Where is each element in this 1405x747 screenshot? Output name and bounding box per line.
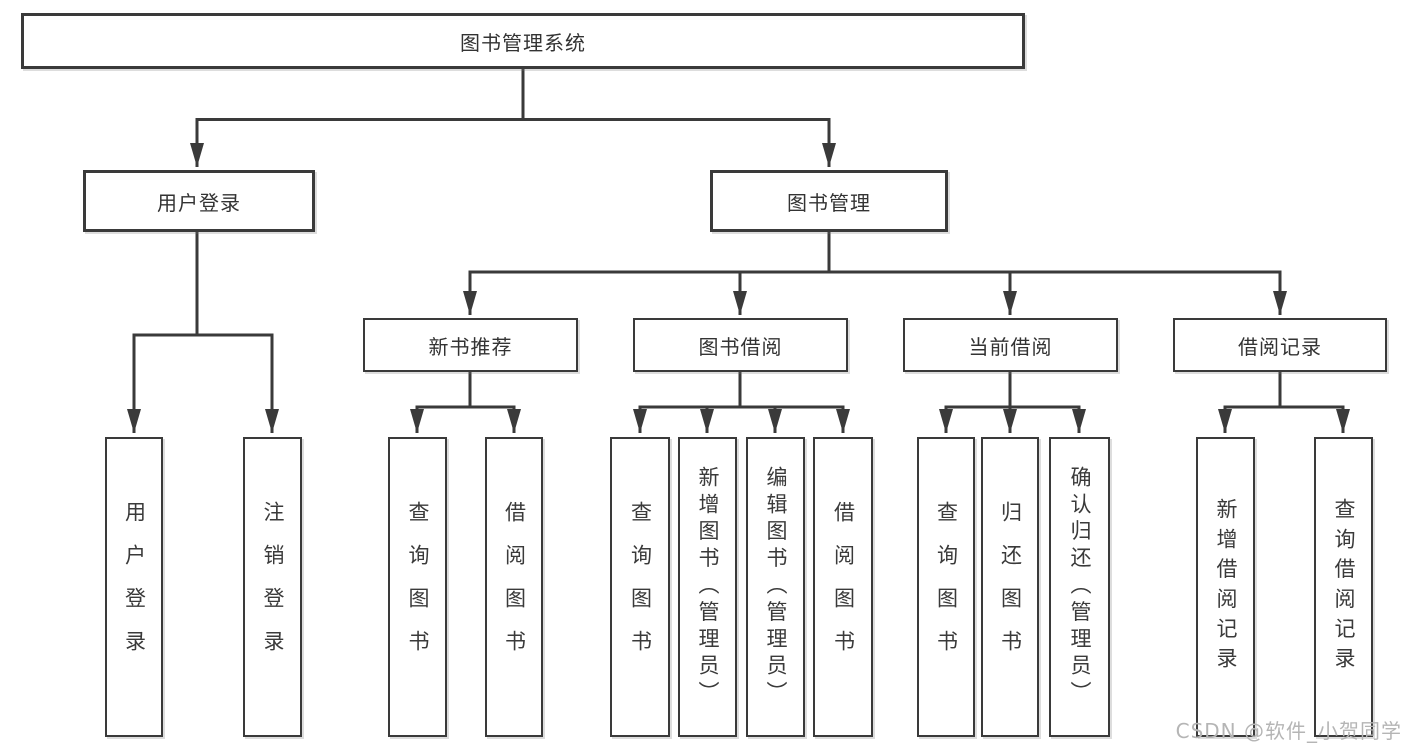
leaf-borrow-query-books: 查询图书 (610, 437, 670, 737)
node-borrow-record: 借阅记录 (1173, 318, 1387, 372)
leaf-record-query-borrow-record: 查询借阅记录 (1314, 437, 1373, 737)
leaf-current-confirm-return-admin: 确认归还（管理员） (1049, 437, 1110, 737)
node-current-borrow: 当前借阅 (903, 318, 1118, 372)
leaf-borrow-edit-books-admin: 编辑图书（管理员） (746, 437, 805, 737)
leaf-record-add-borrow-record: 新增借阅记录 (1196, 437, 1255, 737)
leaf-user-login: 用户登录 (105, 437, 163, 737)
leaf-newbook-query-books: 查询图书 (388, 437, 447, 737)
node-user-login: 用户登录 (83, 170, 315, 232)
node-book-borrow: 图书借阅 (633, 318, 848, 372)
csdn-watermark: CSDN @软件_小贺同学 (1175, 719, 1402, 743)
node-book-management: 图书管理 (710, 170, 948, 232)
node-new-book-recommend: 新书推荐 (363, 318, 578, 372)
leaf-current-return-books: 归还图书 (981, 437, 1039, 737)
node-root-library-system: 图书管理系统 (21, 13, 1025, 69)
leaf-current-query-books: 查询图书 (917, 437, 975, 737)
leaf-logout: 注销登录 (243, 437, 302, 737)
leaf-newbook-borrow-books: 借阅图书 (485, 437, 543, 737)
leaf-borrow-add-books-admin: 新增图书（管理员） (678, 437, 737, 737)
leaf-borrow-borrow-books: 借阅图书 (813, 437, 873, 737)
